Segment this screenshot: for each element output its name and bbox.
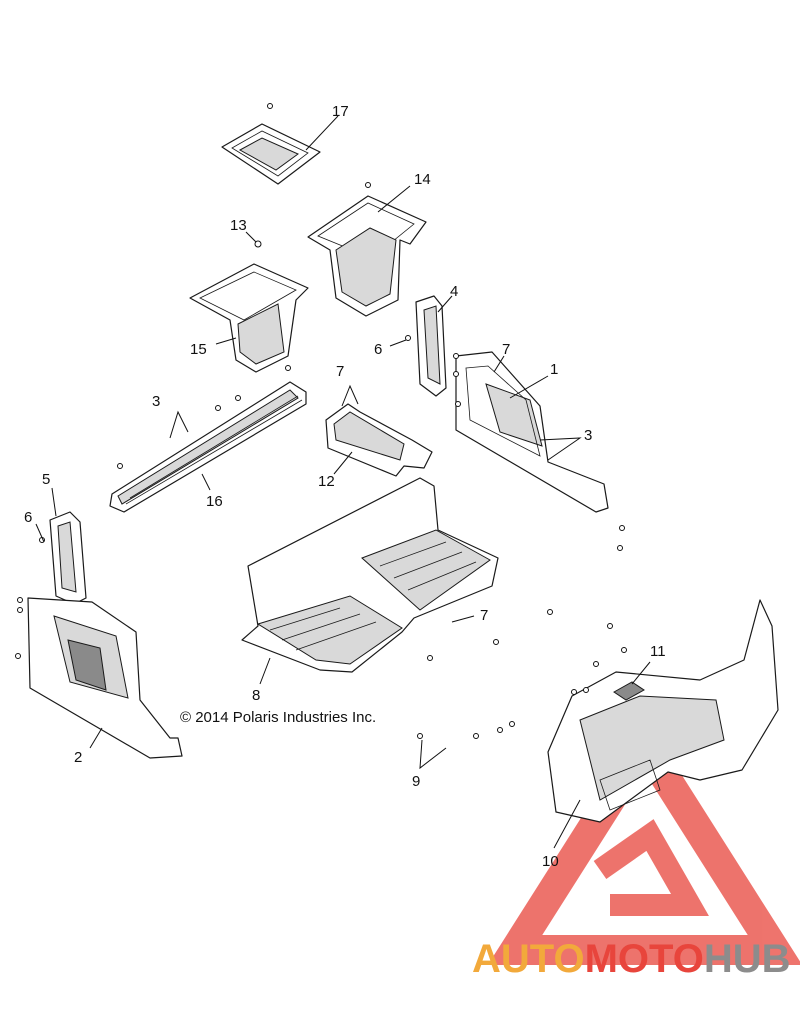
callout-9: 9 bbox=[412, 773, 420, 790]
callout-3b: 3 bbox=[584, 427, 592, 444]
part-14-bin bbox=[307, 182, 427, 317]
callout-14: 14 bbox=[414, 171, 431, 188]
watermark-text-hub: HUB bbox=[704, 937, 791, 981]
callout-17: 17 bbox=[332, 103, 349, 120]
callout-10: 10 bbox=[542, 853, 559, 870]
part-17-tray bbox=[221, 103, 321, 185]
callout-11: 11 bbox=[650, 643, 666, 660]
callout-5: 5 bbox=[42, 471, 50, 488]
callout-6b: 6 bbox=[24, 509, 32, 526]
watermark-logo-icon bbox=[487, 716, 800, 965]
part-1-side-panel bbox=[455, 351, 609, 513]
callout-labels: 17 14 13 15 4 6 7 1 7 3 3 12 16 5 6 7 11… bbox=[24, 103, 666, 870]
part-13-fastener bbox=[254, 240, 262, 248]
callout-2: 2 bbox=[74, 749, 82, 766]
part-5-bracket bbox=[49, 511, 87, 605]
watermark-text-auto: AUTO bbox=[472, 937, 585, 981]
callout-12: 12 bbox=[318, 473, 335, 490]
leader-lines bbox=[35, 115, 651, 849]
part-8-floor bbox=[241, 477, 499, 673]
callout-1: 1 bbox=[550, 361, 558, 378]
part-11-pad bbox=[613, 681, 645, 701]
copyright-text: © 2014 Polaris Industries Inc. bbox=[180, 709, 376, 726]
watermark-text-moto: MOTO bbox=[585, 937, 704, 981]
callout-13: 13 bbox=[230, 217, 247, 234]
callout-15: 15 bbox=[190, 341, 207, 358]
callout-16: 16 bbox=[206, 493, 223, 510]
part-12-bracket bbox=[325, 403, 433, 477]
part-10-side-shield bbox=[547, 599, 779, 823]
part-16-rail bbox=[109, 365, 307, 513]
fasteners bbox=[15, 335, 627, 739]
callout-7a: 7 bbox=[502, 341, 510, 358]
callout-4: 4 bbox=[450, 283, 458, 300]
callout-7c: 7 bbox=[480, 607, 488, 624]
callout-3a: 3 bbox=[152, 393, 160, 410]
part-2-side-panel bbox=[27, 597, 183, 759]
watermark-text: AUTOMOTOHUB bbox=[472, 937, 791, 981]
part-4-bracket bbox=[415, 295, 447, 397]
part-15-bin bbox=[189, 263, 309, 373]
callout-8: 8 bbox=[252, 687, 260, 704]
callout-7b: 7 bbox=[336, 363, 344, 380]
callout-6a: 6 bbox=[374, 341, 382, 358]
